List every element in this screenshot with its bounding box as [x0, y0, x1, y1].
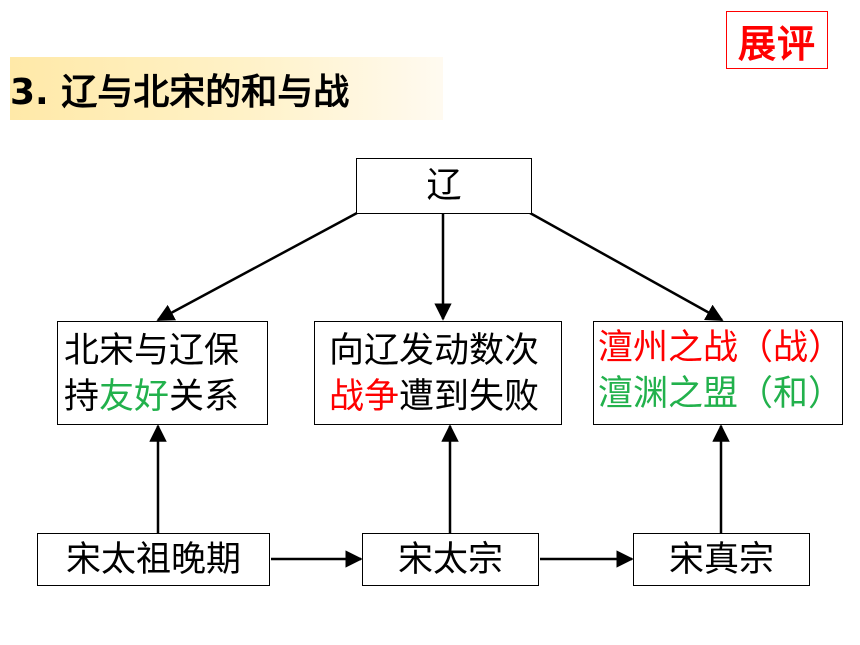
review-badge: 展评: [726, 11, 828, 69]
liao-box: 辽: [356, 158, 532, 214]
friendly-line1: 北宋与辽保: [64, 331, 240, 371]
war-highlight: 战争: [329, 377, 400, 417]
liao-label: 辽: [426, 166, 462, 206]
emperor-zhenzong: 宋真宗: [668, 539, 774, 580]
emperor-zhenzong-box: 宋真宗: [633, 533, 810, 586]
friendly-line2-pre: 持: [64, 377, 100, 417]
chanyuan-box: 澶州之战（战） 澶渊之盟（和）: [593, 321, 843, 425]
emperor-taizu: 宋太祖晚期: [65, 539, 241, 580]
chanyuan-treaty: 澶渊之盟（和）: [598, 374, 843, 414]
chanzhou-battle: 澶州之战（战）: [598, 328, 843, 368]
page-title: 3. 辽与北宋的和与战: [10, 72, 350, 113]
war-line1: 向辽发动数次: [329, 331, 540, 371]
war-line2: 战争遭到失败: [329, 375, 539, 419]
arrow-liao-to-left: [156, 211, 358, 322]
friendly-line2-post: 关系: [169, 377, 240, 417]
emperor-taizu-box: 宋太祖晚期: [37, 533, 270, 586]
friendly-highlight: 友好: [99, 377, 170, 417]
war-failure-box: 向辽发动数次 战争遭到失败: [314, 321, 562, 425]
friendly-relations-box: 北宋与辽保 持友好关系: [57, 321, 268, 425]
title-highlight: [10, 57, 443, 120]
emperor-taizong-box: 宋太宗: [362, 533, 539, 586]
friendly-line2: 持友好关系: [64, 375, 239, 419]
arrow-liao-to-right: [529, 211, 724, 322]
war-line2-post: 遭到失败: [399, 377, 540, 417]
emperor-taizong: 宋太宗: [397, 539, 503, 580]
